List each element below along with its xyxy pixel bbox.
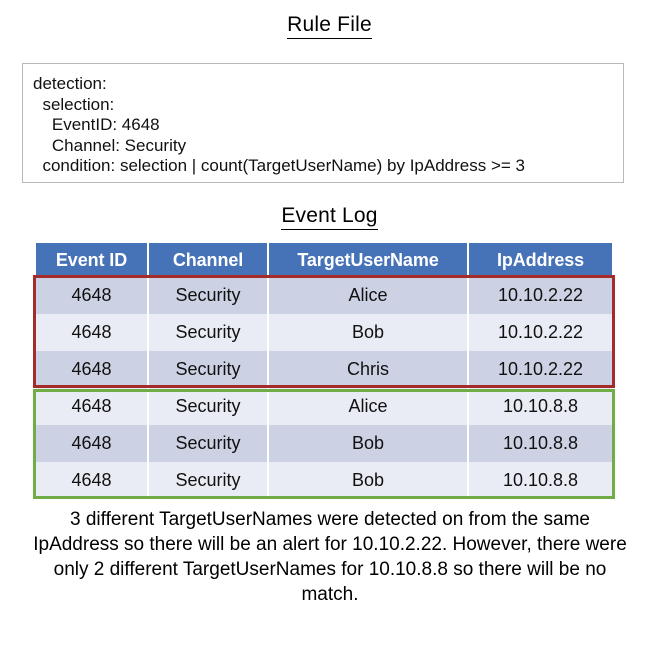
cell-targetusername: Bob <box>267 462 469 499</box>
explanation-caption: 3 different TargetUserNames were detecte… <box>33 509 627 605</box>
cell-event-id: 4648 <box>36 277 149 314</box>
rule-line-eventid: EventID: 4648 <box>33 115 160 134</box>
cell-ipaddress: 10.10.8.8 <box>467 462 612 499</box>
cell-targetusername: Bob <box>267 425 469 462</box>
column-header-ipaddress: IpAddress <box>467 243 612 277</box>
cell-channel: Security <box>147 351 269 388</box>
event-log-title-text: Event Log <box>281 204 378 231</box>
cell-event-id: 4648 <box>36 462 149 499</box>
cell-event-id: 4648 <box>36 314 149 351</box>
rule-line-channel: Channel: Security <box>33 135 187 155</box>
column-header-event-id: Event ID <box>36 243 149 277</box>
cell-ipaddress: 10.10.8.8 <box>467 388 612 425</box>
cell-targetusername: Alice <box>267 277 469 314</box>
event-log-title: Event Log <box>0 204 659 231</box>
table-row: 4648 Security Alice 10.10.2.22 <box>36 277 612 314</box>
cell-channel: Security <box>147 314 269 351</box>
table-row: 4648 Security Bob 10.10.8.8 <box>36 462 612 499</box>
column-header-channel: Channel <box>147 243 269 277</box>
cell-targetusername: Bob <box>267 314 469 351</box>
cell-channel: Security <box>147 462 269 499</box>
cell-ipaddress: 10.10.2.22 <box>467 277 612 314</box>
table-header-row: Event ID Channel TargetUserName IpAddres… <box>36 243 612 277</box>
cell-ipaddress: 10.10.2.22 <box>467 351 612 388</box>
rule-line-detection: detection: <box>33 74 107 93</box>
cell-ipaddress: 10.10.2.22 <box>467 314 612 351</box>
cell-channel: Security <box>147 277 269 314</box>
table-row: 4648 Security Bob 10.10.8.8 <box>36 425 612 462</box>
table-row: 4648 Security Bob 10.10.2.22 <box>36 314 612 351</box>
table-row: 4648 Security Chris 10.10.2.22 <box>36 351 612 388</box>
rule-file-title: Rule File <box>0 13 659 40</box>
event-log-table-wrapper: Event ID Channel TargetUserName IpAddres… <box>36 243 612 499</box>
cell-targetusername: Alice <box>267 388 469 425</box>
cell-event-id: 4648 <box>36 351 149 388</box>
rule-file-title-text: Rule File <box>287 13 372 40</box>
cell-event-id: 4648 <box>36 425 149 462</box>
table-row: 4648 Security Alice 10.10.8.8 <box>36 388 612 425</box>
cell-channel: Security <box>147 425 269 462</box>
rule-line-condition: condition: selection | count(TargetUserN… <box>33 156 525 175</box>
cell-event-id: 4648 <box>36 388 149 425</box>
cell-ipaddress: 10.10.8.8 <box>467 425 612 462</box>
rule-line-selection: selection: <box>33 94 115 114</box>
event-log-table: Event ID Channel TargetUserName IpAddres… <box>36 243 612 499</box>
cell-channel: Security <box>147 388 269 425</box>
cell-targetusername: Chris <box>267 351 469 388</box>
column-header-targetusername: TargetUserName <box>267 243 469 277</box>
rule-file-box: detection: selection: EventID: 4648 Chan… <box>22 63 624 183</box>
